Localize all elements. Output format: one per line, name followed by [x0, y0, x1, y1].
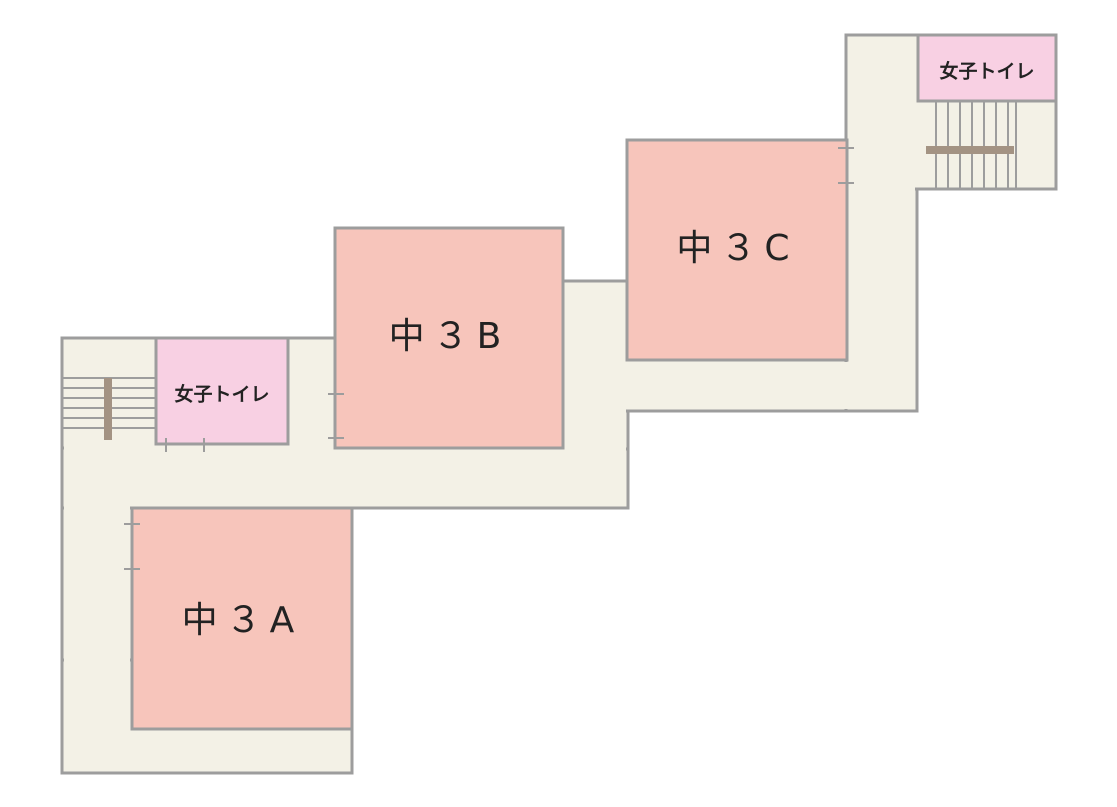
classroom-b-room[interactable]: [333, 226, 565, 450]
classroom-c-room[interactable]: [625, 138, 849, 362]
door-marks: [124, 147, 854, 570]
classroom-a-room[interactable]: [130, 506, 354, 731]
classroom-b-label: 中３B: [389, 316, 510, 357]
classroom-c-label: 中３C: [676, 228, 797, 269]
classroom-a-label: 中３A: [182, 600, 303, 641]
stair-rail-left: [104, 378, 112, 440]
stair-rail-right: [926, 146, 1014, 154]
toilet-left-room[interactable]: [154, 336, 290, 446]
toilet-right-label: 女子トイレ: [939, 60, 1034, 83]
toilet-right-room[interactable]: [916, 33, 1058, 103]
staircase-right: [935, 101, 1017, 189]
toilet-left-label: 女子トイレ: [174, 383, 269, 406]
